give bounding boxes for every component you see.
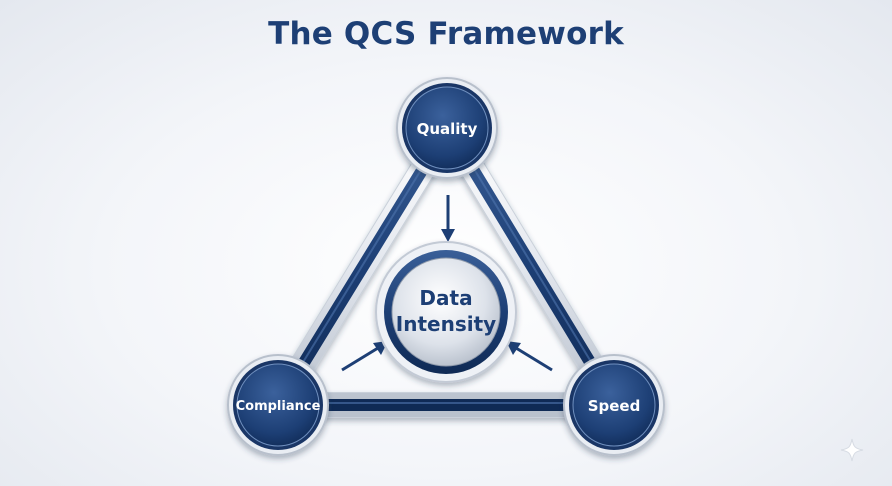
quality-node: Quality [396,77,498,179]
center-label-line2: Intensity [396,312,496,336]
compliance-label: Compliance [236,399,321,414]
diagram-title: The QCS Framework [268,16,624,52]
speed-node: Speed [563,354,665,456]
compliance-node: Compliance [227,354,329,456]
arrow-top [441,195,455,242]
center-node: Data Intensity [375,241,517,383]
quality-label: Quality [417,120,478,138]
arrow-right [506,341,553,372]
speed-label: Speed [588,397,641,415]
sparkle-icon [840,438,864,462]
triangle-frame [265,115,629,418]
center-label-line1: Data [419,286,472,310]
arrow-left [341,341,388,372]
